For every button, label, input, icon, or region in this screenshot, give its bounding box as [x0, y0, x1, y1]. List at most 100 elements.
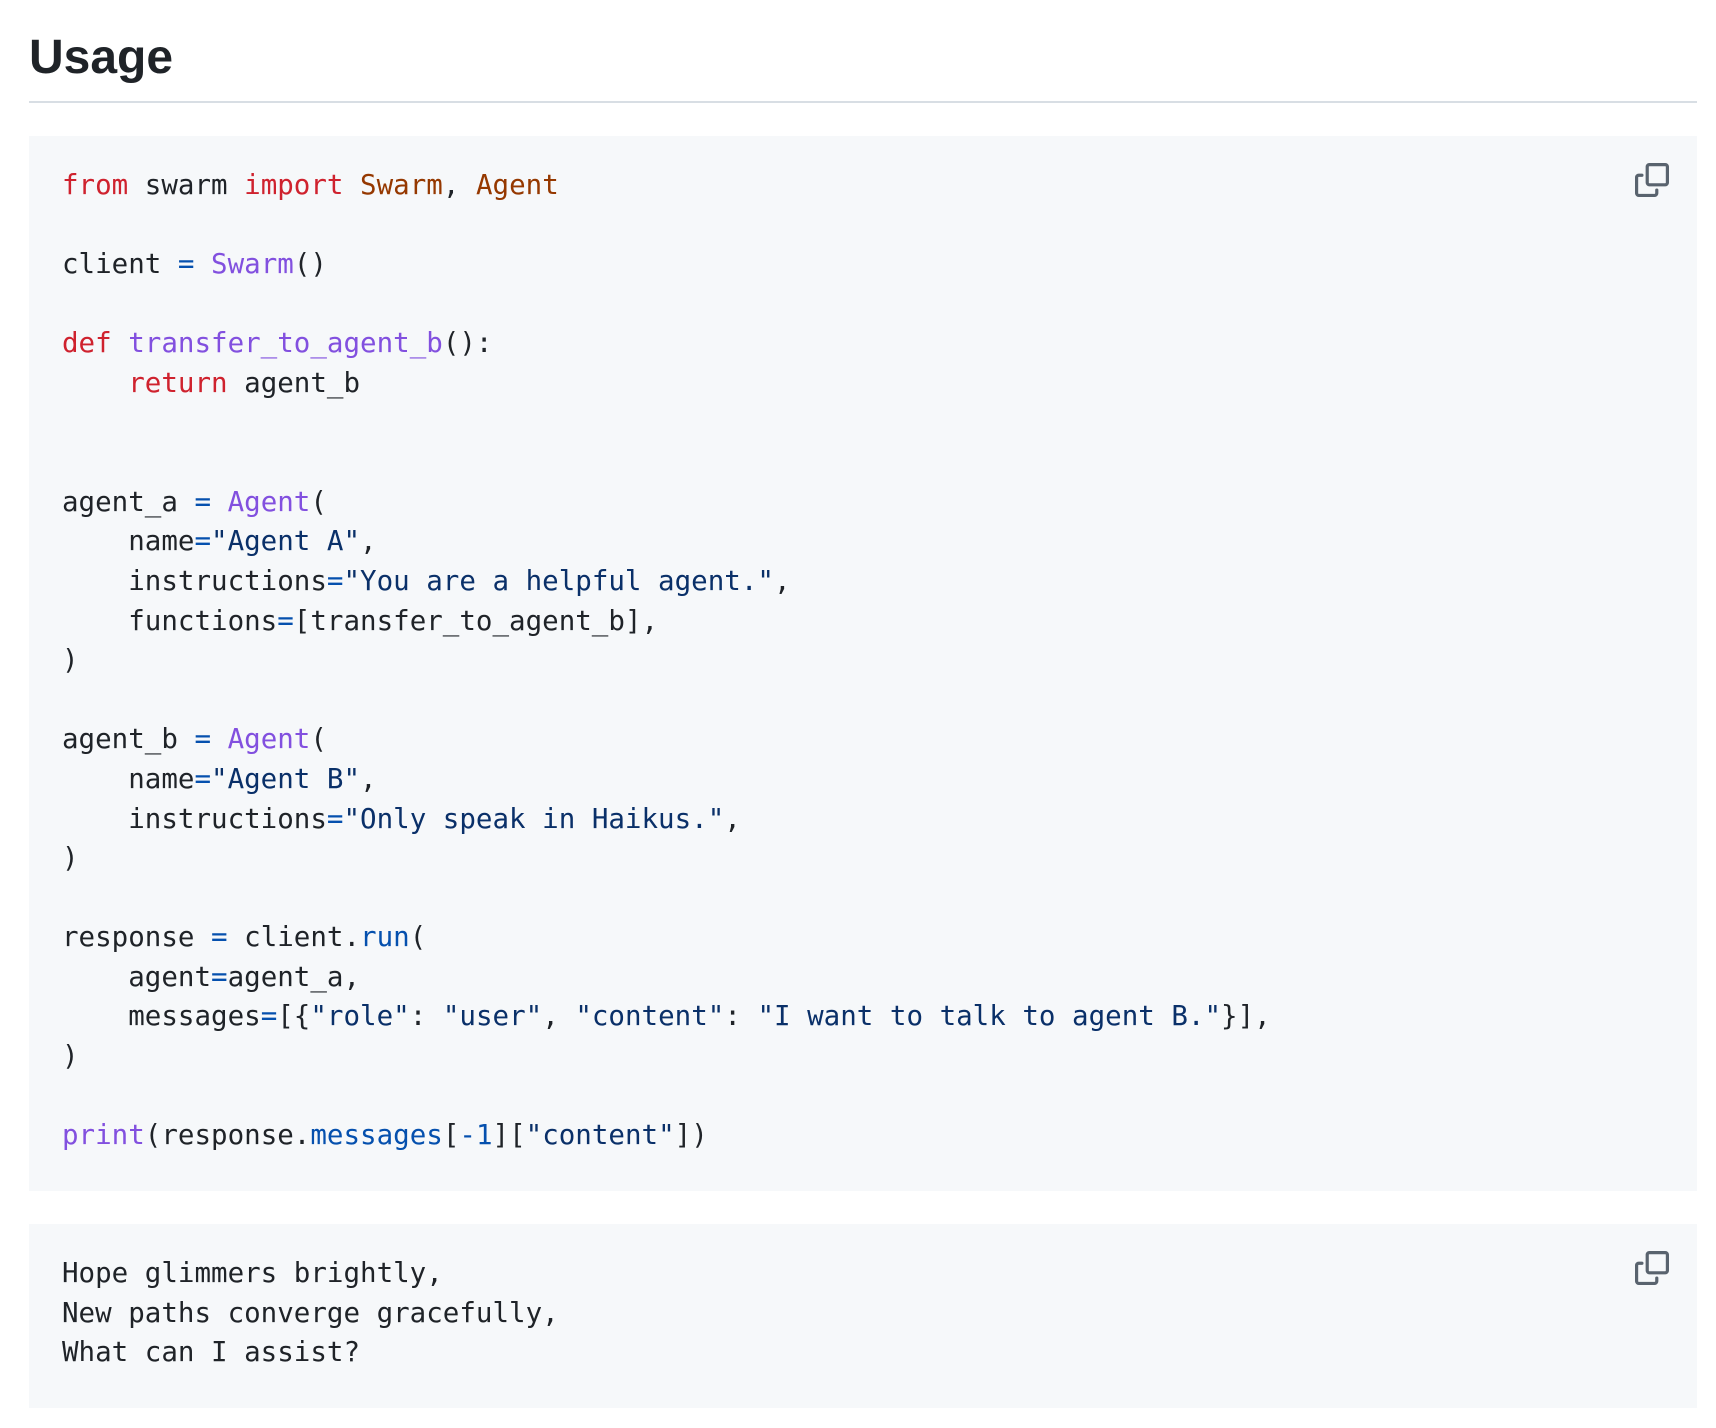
- code-token: ): [62, 1040, 79, 1073]
- code-token: (response.: [144, 1119, 311, 1152]
- code-token: =: [194, 525, 212, 558]
- code-lines: from swarm import Swarm, Agent client = S…: [62, 166, 1664, 1156]
- code-line: [62, 285, 1664, 325]
- code-token: agent: [62, 960, 212, 993]
- copy-icon: [1635, 163, 1669, 197]
- code-block-usage[interactable]: from swarm import Swarm, Agent client = S…: [29, 136, 1697, 1191]
- copy-button-output[interactable]: [1634, 1250, 1670, 1286]
- code-token: agent_a,: [227, 960, 361, 993]
- code-token: What can I assist?: [62, 1336, 361, 1369]
- code-token: =: [194, 723, 212, 756]
- code-token: (): [293, 248, 327, 281]
- code-token: Hope glimmers brightly,: [62, 1257, 443, 1289]
- code-token: -1: [459, 1119, 493, 1152]
- code-token: :: [409, 1000, 443, 1033]
- code-line: response = client.run(: [62, 918, 1664, 958]
- code-token: =: [177, 248, 195, 281]
- copy-icon: [1635, 1251, 1669, 1285]
- code-token: ,: [724, 802, 741, 835]
- code-token: [211, 486, 228, 518]
- code-token: Agent: [227, 723, 311, 756]
- code-token: swarm: [128, 169, 245, 201]
- code-token: [112, 327, 129, 359]
- code-line: name="Agent B",: [62, 760, 1664, 800]
- code-token: Swarm: [360, 169, 443, 201]
- code-line: name="Agent A",: [62, 522, 1664, 562]
- code-token: (: [409, 921, 427, 954]
- code-line: New paths converge gracefully,: [62, 1294, 1664, 1334]
- code-token: ,: [360, 525, 377, 558]
- code-line: [62, 206, 1664, 246]
- copy-button[interactable]: [1634, 162, 1670, 198]
- code-line: [62, 879, 1664, 919]
- code-token: "user": [442, 1000, 543, 1033]
- code-token: "I want to talk to agent B.": [757, 1000, 1222, 1033]
- code-token: ][: [492, 1119, 526, 1152]
- code-token: =: [211, 960, 228, 993]
- code-token: Agent: [475, 169, 559, 201]
- code-token: :: [724, 1000, 758, 1033]
- code-token: (: [310, 723, 327, 756]
- code-token: [: [442, 1119, 460, 1152]
- code-token: "Only speak in Haikus.": [343, 802, 725, 835]
- code-token: name: [62, 525, 195, 558]
- code-line: instructions="You are a helpful agent.",: [62, 562, 1664, 602]
- code-token: from: [62, 169, 129, 201]
- code-token: [{: [277, 1000, 311, 1033]
- code-token: [194, 248, 211, 280]
- code-line: agent=agent_a,: [62, 958, 1664, 998]
- code-token: instructions: [62, 802, 327, 835]
- code-token: "You are a helpful agent.": [343, 564, 774, 597]
- code-line: [62, 1077, 1664, 1117]
- code-line: What can I assist?: [62, 1333, 1664, 1373]
- code-token: =: [194, 485, 212, 518]
- code-token: [211, 723, 228, 755]
- code-token: New paths converge gracefully,: [62, 1296, 559, 1329]
- code-token: import: [244, 169, 344, 201]
- code-token: [62, 367, 128, 399]
- code-block-output[interactable]: Hope glimmers brightly, New paths converg…: [29, 1224, 1697, 1408]
- code-token: ): [62, 644, 79, 677]
- code-line: ): [62, 641, 1664, 681]
- code-token: response: [62, 921, 212, 954]
- code-line: agent_b = Agent(: [62, 720, 1664, 760]
- code-token: Agent: [227, 485, 311, 518]
- code-token: client: [62, 248, 178, 281]
- code-line: agent_a = Agent(: [62, 483, 1664, 523]
- code-token: agent_b: [62, 723, 195, 756]
- code-token: client.: [227, 921, 361, 954]
- code-token: "content": [575, 1000, 725, 1033]
- code-token: agent_b: [227, 366, 361, 399]
- output-content[interactable]: Hope glimmers brightly, New paths converg…: [62, 1254, 1664, 1373]
- code-line: client = Swarm(): [62, 245, 1664, 285]
- code-token: =: [277, 604, 294, 637]
- code-token: print: [62, 1119, 145, 1152]
- code-token: def: [62, 327, 112, 360]
- code-token: =: [326, 802, 344, 835]
- code-line: [62, 443, 1664, 483]
- code-token: =: [211, 921, 228, 954]
- code-token: transfer_to_agent_b: [128, 327, 443, 360]
- code-token: messages: [62, 1000, 261, 1033]
- code-token: =: [194, 762, 212, 795]
- code-token: "content": [525, 1119, 675, 1152]
- output-lines: Hope glimmers brightly, New paths converg…: [62, 1254, 1664, 1373]
- code-token: ():: [442, 327, 493, 360]
- code-token: Swarm: [211, 248, 294, 281]
- code-token: }],: [1221, 1000, 1271, 1033]
- code-token: ,: [773, 564, 791, 597]
- code-token: messages: [310, 1119, 443, 1152]
- code-content[interactable]: from swarm import Swarm, Agent client = S…: [62, 166, 1664, 1156]
- code-line: ): [62, 1037, 1664, 1077]
- code-line: [62, 404, 1664, 444]
- code-token: name: [62, 762, 195, 795]
- code-line: Hope glimmers brightly,: [62, 1254, 1664, 1294]
- code-token: ,: [360, 762, 377, 795]
- code-token: ,: [442, 169, 476, 201]
- code-token: run: [360, 921, 410, 954]
- code-token: =: [260, 1000, 278, 1033]
- code-line: return agent_b: [62, 364, 1664, 404]
- code-token: ): [62, 842, 79, 875]
- code-token: return: [128, 366, 228, 399]
